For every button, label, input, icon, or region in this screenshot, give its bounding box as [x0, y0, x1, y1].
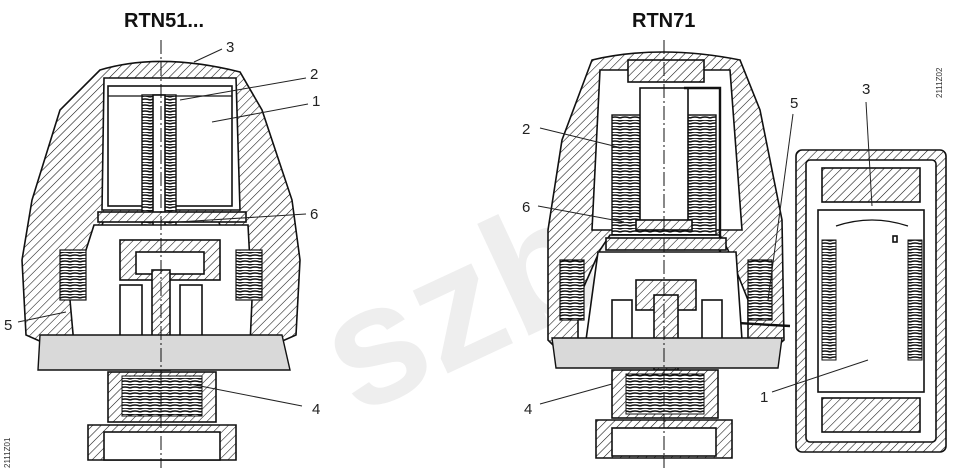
right-title: RTN71 [632, 10, 695, 32]
right-callout-5: 5 [790, 95, 798, 112]
rtn51-section-drawing [21, 40, 301, 468]
right-callout-3: 3 [862, 81, 870, 98]
left-callout-4: 4 [312, 401, 320, 418]
right-doc-id: 2111Z02 [935, 67, 944, 98]
left-callout-6: 6 [310, 206, 318, 223]
left-doc-id: 2111Z01 [3, 437, 12, 468]
left-callout-3: 3 [226, 39, 234, 56]
rtn71-section-drawing [547, 40, 947, 468]
left-callout-1: 1 [312, 93, 320, 110]
left-callouts: 3 2 1 6 5 4 [4, 39, 320, 418]
left-title: RTN51... [124, 10, 204, 32]
left-callout-5: 5 [4, 317, 12, 334]
left-callout-2: 2 [310, 66, 318, 83]
right-callout-2: 2 [522, 121, 530, 138]
right-callouts: 2 6 4 5 3 1 [522, 81, 873, 418]
right-callout-4: 4 [524, 401, 532, 418]
right-callout-1: 1 [760, 389, 768, 406]
right-callout-6: 6 [522, 199, 530, 216]
